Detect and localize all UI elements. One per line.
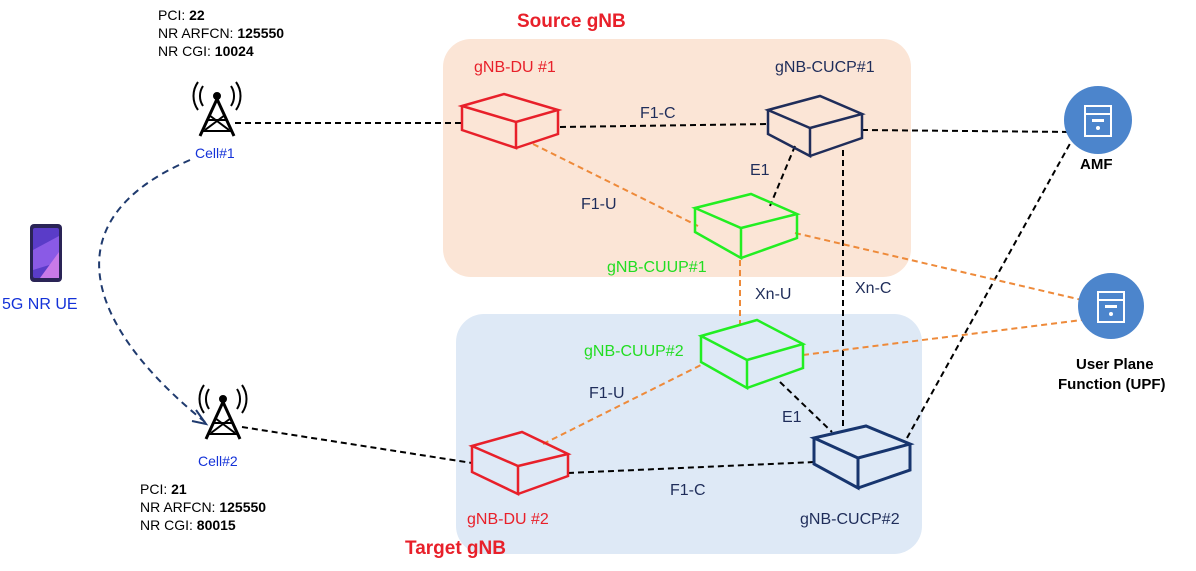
interface-f1u-bottom: F1-U [589,385,625,402]
amf-label: AMF [1080,156,1113,173]
gnb-cucp1-node [764,94,866,159]
link-du2-cucp2 [567,461,816,474]
cell2-label: Cell#2 [198,453,238,469]
link-cucp2-amf [906,139,1073,439]
cell1-label: Cell#1 [195,145,235,161]
upf-label-line1: User Plane [1076,356,1154,373]
interface-xn-u: Xn-U [755,286,791,303]
gnb-cucp1-label: gNB-CUCP#1 [775,59,875,76]
link-cuup2-cucp2 [779,381,833,433]
link-cell2-du2 [241,426,473,464]
link-du1-cucp1 [559,123,771,128]
ue-label: 5G NR UE [2,296,78,313]
cell2-pci: PCI: 21 [140,481,187,497]
server-icon [1064,86,1132,154]
link-du1-cuup1 [532,143,699,227]
interface-f1u-top: F1-U [581,196,617,213]
target-gnb-region [456,314,922,554]
interface-f1c-top: F1-C [640,105,676,122]
gnb-du2-label: gNB-DU #2 [467,511,549,528]
gnb-du2-node [468,430,572,496]
control-plane-links [235,122,1073,474]
antenna-tower-icon [198,384,248,440]
interface-e1-top: E1 [750,162,770,179]
handover-arrow-head [191,409,209,426]
cell1-cgi: NR CGI: 10024 [158,43,254,59]
link-cucp1-amf [861,129,1073,133]
gnb-du1-label: gNB-DU #1 [474,59,556,76]
link-cucp1-cuup1 [769,145,796,207]
cell1-pci: PCI: 22 [158,7,205,23]
cell2-cgi: NR CGI: 80015 [140,517,236,533]
gnb-cucp2-label: gNB-CUCP#2 [800,511,900,528]
interface-xn-c: Xn-C [855,280,891,297]
phone-icon [30,224,62,282]
interface-e1-bottom: E1 [782,409,802,426]
gnb-cuup1-label: gNB-CUUP#1 [607,259,707,276]
interface-f1c-bottom: F1-C [670,482,706,499]
gnb-cuup2-node [697,318,807,391]
antenna-tower-icon [192,81,242,137]
upf-label-line2: Function (UPF) [1058,376,1165,393]
source-gnb-title: Source gNB [517,11,626,32]
server-icon [1078,273,1144,339]
gnb-cuup2-label: gNB-CUUP#2 [584,343,684,360]
gnb-cuup1-node [691,192,801,261]
source-gnb-region [443,39,911,277]
target-gnb-title: Target gNB [405,538,506,559]
link-cuup1-upf [794,232,1083,301]
user-plane-links [532,143,1083,445]
gnb-du1-node [457,92,563,150]
cell2-arfcn: NR ARFCN: 125550 [140,499,266,515]
handover-path [98,159,206,423]
link-cuup2-upf [802,319,1083,356]
gnb-cucp2-node [809,424,915,491]
cell1-arfcn: NR ARFCN: 125550 [158,25,284,41]
